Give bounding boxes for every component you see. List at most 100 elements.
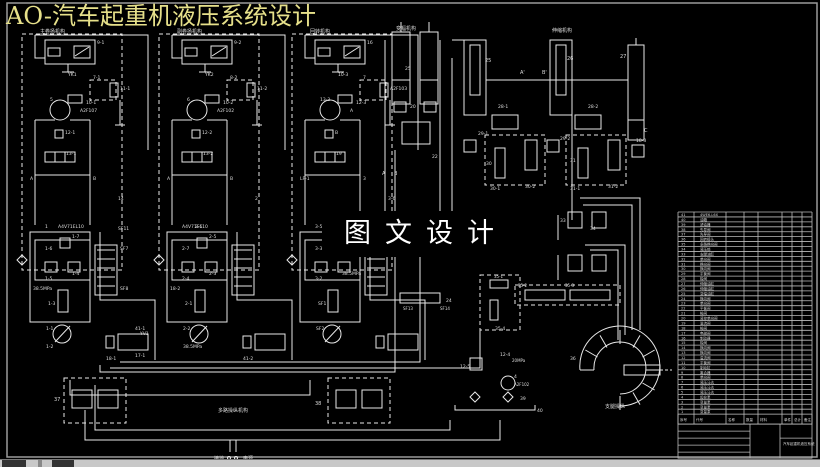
table-cell-no: 31: [681, 262, 685, 266]
pipe-line: [344, 46, 360, 57]
component-label: 31-1: [570, 186, 580, 192]
table-cell-name: 油箱: [700, 217, 708, 222]
table-cell-name: 制动缸: [700, 365, 711, 370]
table-cell-name: 单向阀: [700, 375, 711, 380]
pipe-line: [99, 150, 396, 373]
component-label: 3-2: [315, 276, 322, 282]
telescoping-cylinder: [463, 39, 487, 116]
component-label: 14: [118, 196, 124, 202]
piston-rod: [469, 44, 481, 96]
tab-layout1[interactable]: [38, 460, 42, 467]
hydraulic-motor: [186, 99, 208, 121]
table-header-cell: 名称: [728, 417, 736, 422]
tab-model[interactable]: [2, 460, 26, 467]
table-cell-no: 18: [681, 326, 685, 330]
circuit-enclosure: [158, 33, 260, 271]
solenoid-valve: [254, 333, 286, 351]
table-header-cell: 数量: [746, 417, 754, 422]
component-label: 36: [570, 356, 576, 362]
pipe-line: [191, 325, 208, 343]
component-label: 20: [410, 104, 416, 110]
table-cell-name: 溢流阀: [700, 320, 711, 325]
component-label: 22: [432, 154, 438, 160]
valve-symbol: [210, 45, 228, 59]
component-label: SF7: [120, 246, 128, 252]
component-label: 41-1: [135, 326, 145, 332]
brake-cylinder: [67, 94, 83, 104]
component-label: 28-1: [498, 104, 508, 110]
component-label: SF13: [403, 306, 413, 311]
check-valve: [463, 139, 477, 153]
table-cell-name: 先导阀: [700, 227, 711, 232]
pipe-line: [452, 39, 487, 55]
component-label: 12-2: [202, 130, 212, 136]
telescoping-cylinder: [549, 39, 573, 116]
solenoid-valve: [387, 333, 419, 351]
table-cell-name: 伸缩油缸: [700, 286, 714, 291]
check-valve: [423, 101, 437, 113]
check-valve: [246, 82, 256, 98]
component-label: YK2: [204, 72, 214, 78]
table-cell-no: 36: [681, 238, 685, 242]
watermark-text: 图文设计: [322, 211, 494, 257]
check-valve: [375, 335, 385, 349]
table-cell-no: 28: [681, 277, 685, 281]
pipe-line: [120, 240, 421, 363]
pipe-line: [454, 405, 536, 411]
spring-symbol: [47, 47, 61, 57]
component-label: 25: [405, 66, 411, 72]
valve-symbol: [337, 261, 351, 273]
component-label: A2F102: [217, 108, 234, 114]
balance-valve: [401, 121, 431, 145]
table-cell-no: 34: [681, 248, 686, 252]
table-cell-no: 21: [681, 312, 685, 316]
table-cell-no: 9: [681, 371, 683, 375]
layout-tab-bar: [0, 459, 820, 467]
filter-symbol: [469, 391, 481, 403]
circuit-enclosure: [21, 33, 123, 271]
pipe-line: [211, 46, 227, 57]
valve-enclosure: [484, 134, 546, 186]
drawing-title: AO-汽车起重机液压系统设计: [6, 2, 316, 30]
component-label: A: [350, 108, 354, 114]
telescoping-cylinder: [627, 44, 645, 141]
component-label: 24: [446, 298, 452, 304]
table-cell-name: 变量泵: [700, 399, 711, 404]
component-label: B': [542, 70, 547, 76]
valve-symbol: [196, 237, 208, 249]
tab-layout2[interactable]: [52, 460, 74, 467]
table-cell-no: 8: [681, 376, 683, 380]
valve-symbol: [314, 261, 328, 273]
table-cell-no: 12: [681, 356, 685, 360]
table-cell-name: 液控单向阀: [700, 316, 718, 321]
component-label: SF2: [316, 326, 324, 332]
component-label: 1-3: [48, 301, 55, 307]
table-header-cell: 代号: [696, 417, 704, 422]
pipe-line: [369, 232, 426, 360]
table-cell-name: 梭阀: [700, 340, 708, 345]
rotary-joint-divider: [632, 392, 641, 405]
table-cell-name: 液压马达: [700, 380, 714, 385]
component-label: 38: [315, 401, 321, 407]
pilot-valve: [71, 389, 93, 409]
drawing-border: [6, 2, 818, 458]
table-cell-no: 40: [681, 218, 685, 222]
component-label: B: [93, 176, 96, 182]
component-label: 16: [367, 40, 373, 46]
component-label: A': [520, 70, 525, 76]
check-valve: [379, 82, 389, 98]
luffing-cylinder: [419, 31, 439, 105]
valve-enclosure: [565, 134, 627, 186]
table-cell-name: 换向阀: [700, 266, 711, 271]
component-label: 2-5: [209, 234, 216, 240]
table-cell-no: 10: [681, 366, 685, 370]
regulator-symbol: [327, 289, 339, 313]
component-label: 2-1: [185, 301, 192, 307]
component-label: 12-4: [500, 352, 510, 358]
section-label: 变幅机构: [396, 25, 416, 32]
table-cell-name: 液压马达: [700, 389, 714, 394]
pipe-line: [110, 330, 481, 369]
component-label: 35-3: [565, 283, 575, 288]
